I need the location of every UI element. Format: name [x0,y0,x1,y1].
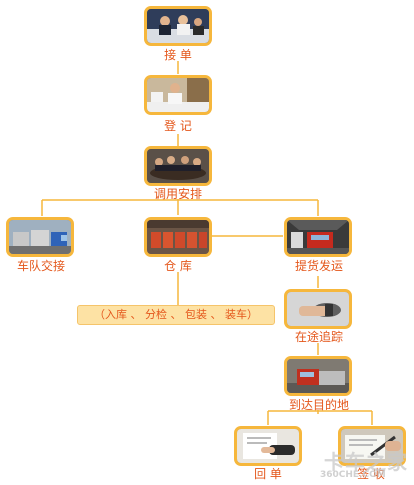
in-transit-tracking-label: 在途追踪 [294,330,343,344]
warehouse-label: 仓 库 [164,259,192,273]
receipt-acceptance-label: 签 收 [357,467,385,481]
arrive-destination-photo [284,356,352,396]
order-taking-photo [144,6,212,46]
dispatch-label: 调用安排 [153,187,202,201]
dispatch-photo [144,146,212,186]
in-transit-tracking-photo [284,289,352,329]
warehouse-photo [144,217,212,257]
watermark-title: 卡车之家 [324,450,408,474]
return-receipt-photo [234,426,302,466]
pickup-shipping-label: 提货发运 [294,259,343,273]
watermark-url: 360CHE.COM [320,470,386,480]
warehouse-process-bar: （入库 、 分检 、 包装 、 装车） [77,305,275,325]
order-taking-label: 接 单 [164,48,192,62]
receipt-acceptance-photo [338,426,406,466]
fleet-handover-label: 车队交接 [16,259,65,273]
site-watermark: 卡车之家 360CHE.COM [316,440,412,484]
register-photo [144,75,212,115]
arrive-destination-label: 到达目的地 [288,398,349,412]
return-receipt-label: 回 单 [254,467,282,481]
pickup-shipping-photo [284,217,352,257]
register-label: 登 记 [164,119,192,133]
fleet-handover-photo [6,217,74,257]
